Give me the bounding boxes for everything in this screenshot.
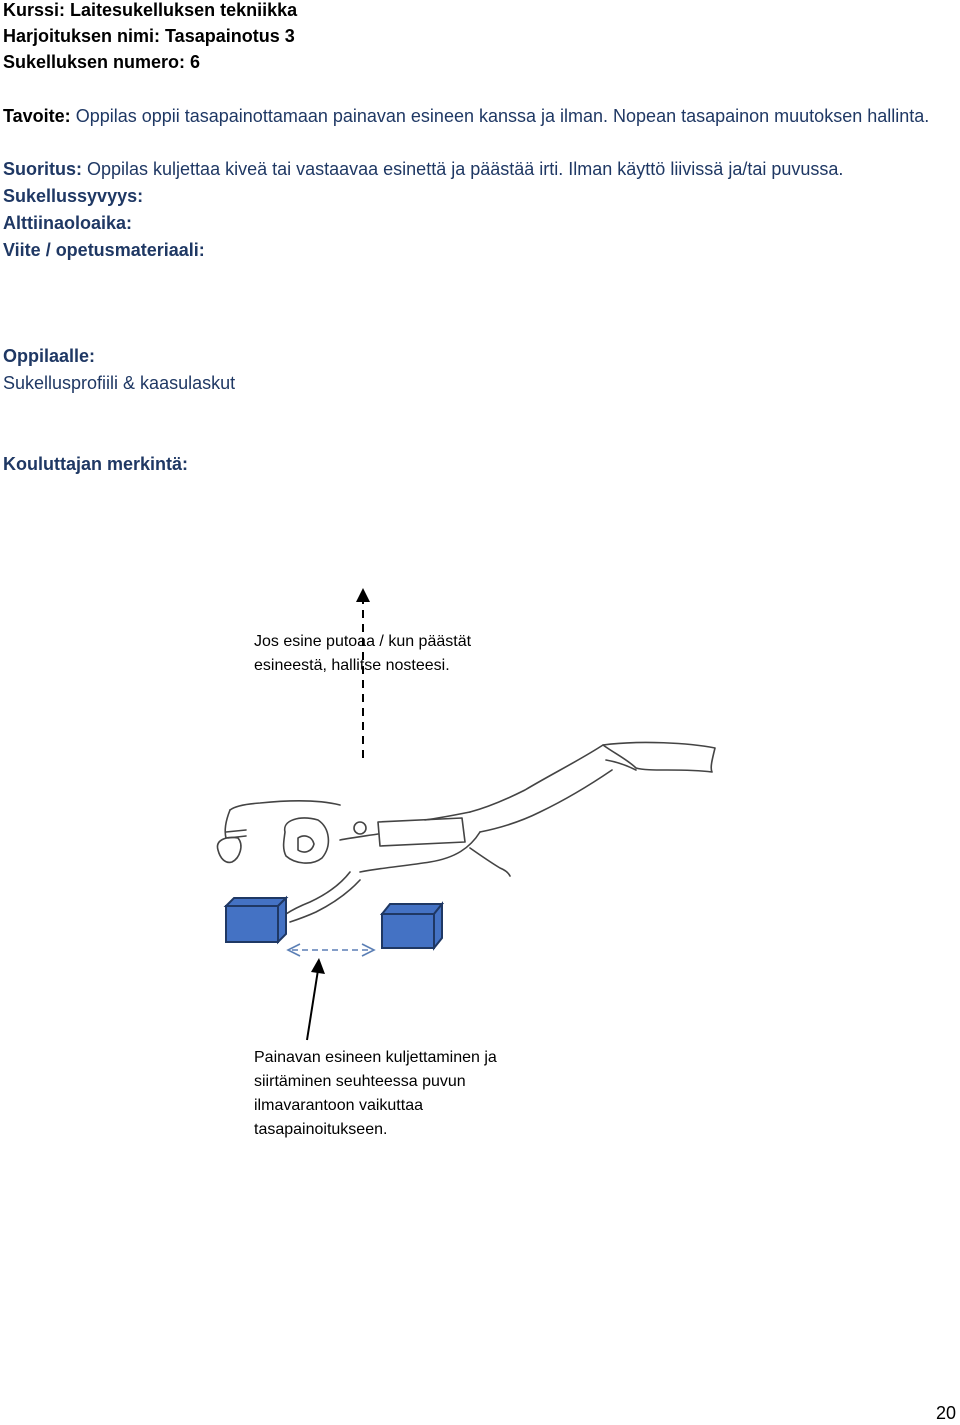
pointer-arrow-line — [306, 969, 319, 1041]
move-arrow-right-head — [361, 943, 376, 957]
caption-bottom-line: ilmavarantoon vaikuttaa — [254, 1097, 423, 1114]
caption-bottom-line: Painavan esineen kuljettaminen ja — [254, 1049, 497, 1066]
objective-label: Tavoite: — [3, 106, 71, 126]
exercise-name: Harjoituksen nimi: Tasapainotus 3 — [3, 26, 295, 46]
lift-arrow-head — [356, 588, 370, 602]
objective-paragraph: Tavoite: Oppilas oppii tasapainottamaan … — [3, 103, 953, 129]
student-label: Oppilaalle: — [3, 346, 96, 366]
page-number: 20 — [935, 1403, 956, 1423]
weight-box-left — [223, 895, 289, 945]
pointer-arrow-head — [311, 958, 325, 974]
caption-bottom-line: siirtäminen seuhteessa puvun — [254, 1073, 466, 1090]
caption-top-line: Jos esine putoaa / kun päästät — [254, 633, 472, 650]
bottom-time-label: Alttiinaoloaika: — [3, 213, 133, 233]
diver-sketch — [216, 741, 716, 923]
objective-text: Oppilas oppii tasapainottamaan painavan … — [70, 106, 930, 126]
instructor-note-label: Kouluttajan merkintä: — [3, 454, 189, 474]
caption-top-line: esineestä, hallitse nosteesi. — [254, 657, 450, 674]
move-arrow-left-head — [286, 943, 301, 957]
weight-box-right — [379, 901, 445, 951]
caption-bottom-line: tasapainoitukseen. — [254, 1121, 388, 1138]
course-title: Kurssi: Laitesukelluksen tekniikka — [3, 0, 298, 20]
execution-text: Oppilas kuljettaa kiveä tai vastaavaa es… — [82, 159, 844, 179]
reference-label: Viite / opetusmateriaali: — [3, 240, 205, 260]
caption-bottom: Painavan esineen kuljettaminen ja siirtä… — [254, 1046, 497, 1142]
student-text: Sukellusprofiili & kaasulaskut — [3, 373, 236, 393]
execution-label: Suoritus: — [3, 159, 82, 179]
caption-top: Jos esine putoaa / kun päästät esineestä… — [254, 630, 471, 678]
dive-depth-label: Sukellussyvyys: — [3, 186, 144, 206]
execution-paragraph: Suoritus: Oppilas kuljettaa kiveä tai va… — [3, 156, 843, 182]
dive-number: Sukelluksen numero: 6 — [3, 52, 201, 72]
